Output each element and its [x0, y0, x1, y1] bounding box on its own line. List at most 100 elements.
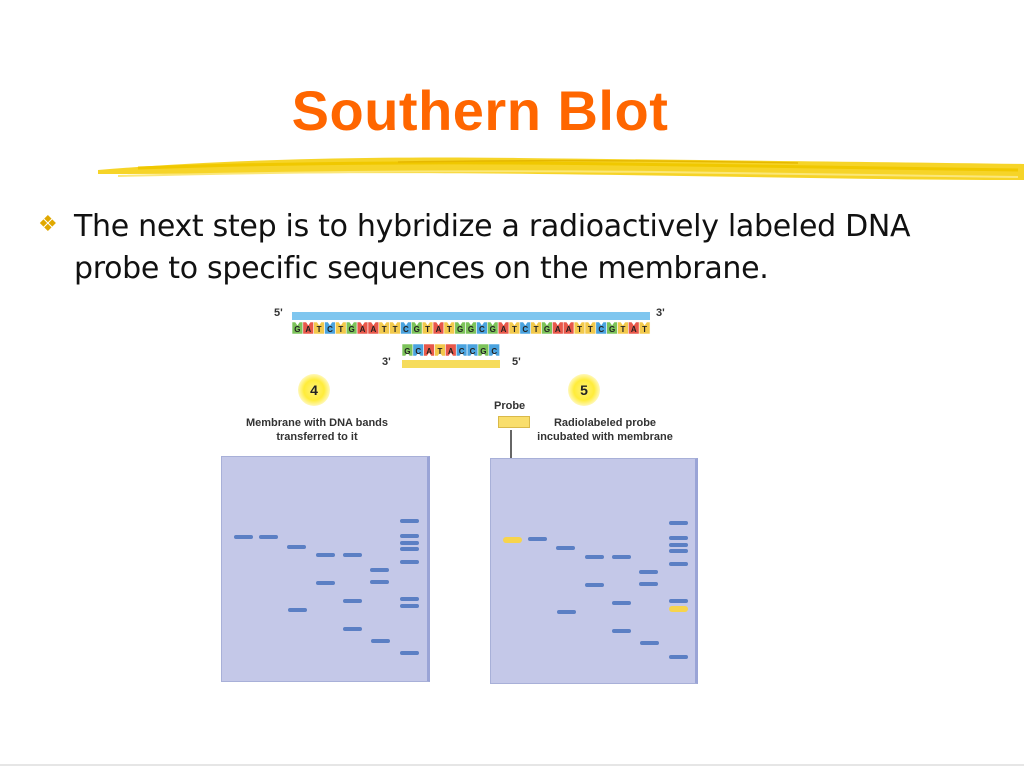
- base-tile: [617, 321, 629, 335]
- dna-band: [669, 562, 688, 566]
- base-tile: [302, 321, 314, 335]
- slide-title: Southern Blot: [291, 79, 669, 142]
- dna-band: [316, 553, 335, 557]
- brush-stroke-divider: [98, 157, 1024, 180]
- base-letter: T: [447, 325, 452, 334]
- base-tile: [378, 321, 390, 335]
- base-tile: [411, 321, 423, 335]
- base-letter: C: [470, 347, 476, 356]
- base-tile: [454, 321, 466, 335]
- base-tile: [519, 321, 531, 335]
- dna-band: [669, 536, 688, 540]
- dna-band: [400, 651, 419, 655]
- base-tile: [335, 321, 347, 335]
- base-letter: T: [338, 325, 343, 334]
- base-tile: [421, 321, 434, 335]
- dna-band: [287, 545, 306, 549]
- base-tile: [552, 321, 564, 335]
- base-letter: C: [598, 325, 604, 334]
- dna-band: [639, 570, 658, 574]
- base-tile: [291, 321, 304, 335]
- base-tile: [497, 321, 510, 335]
- dna-band: [585, 583, 604, 587]
- base-tile: [465, 321, 477, 335]
- membrane-with-probe: [490, 458, 698, 684]
- step-4-label-line1: Membrane with DNA bands: [246, 417, 388, 429]
- dna-band: [371, 639, 390, 643]
- base-tile: [389, 321, 401, 335]
- base-letter: A: [448, 347, 454, 356]
- dna-band: [370, 580, 389, 584]
- top-strand-backbone: [292, 312, 650, 320]
- dna-band: [400, 547, 419, 551]
- base-letter: G: [468, 325, 474, 334]
- dna-band: [400, 534, 419, 538]
- base-letter: G: [480, 347, 486, 356]
- dna-band: [343, 553, 362, 557]
- probe-label: Probe: [494, 400, 526, 412]
- step-5-label: Radiolabeled probe incubated with membra…: [520, 416, 690, 444]
- dna-band: [612, 555, 631, 559]
- base-letter: C: [491, 347, 497, 356]
- step-5-label-line2: incubated with membrane: [537, 431, 673, 443]
- base-letter: A: [426, 347, 432, 356]
- base-letter: A: [360, 325, 366, 334]
- base-letter: A: [566, 325, 572, 334]
- base-tile: [595, 321, 607, 335]
- base-tile: [562, 321, 575, 335]
- base-tile: [508, 321, 521, 335]
- probe-strand-backbone: [402, 360, 500, 368]
- dna-band: [259, 535, 278, 539]
- three-prime-bottom-label: 3': [382, 356, 391, 368]
- probe-band: [503, 537, 522, 543]
- base-letter: T: [534, 325, 539, 334]
- five-prime-top-label: 5': [274, 307, 283, 319]
- dna-band: [400, 541, 419, 545]
- dna-band: [343, 599, 362, 603]
- base-letter: C: [459, 347, 465, 356]
- base-tile: [573, 321, 586, 335]
- dna-band: [400, 604, 419, 608]
- dna-band: [288, 608, 307, 612]
- probe-band: [669, 606, 688, 612]
- dna-band: [640, 641, 659, 645]
- base-letter: C: [522, 325, 528, 334]
- dna-band: [234, 535, 253, 539]
- dna-band: [612, 601, 631, 605]
- base-letter: A: [370, 325, 376, 334]
- base-tile: [367, 321, 380, 335]
- base-letter: T: [620, 325, 625, 334]
- dna-band: [612, 629, 631, 633]
- base-tile: [638, 321, 651, 335]
- base-letter: G: [414, 325, 420, 334]
- dna-band: [557, 610, 576, 614]
- base-letter: C: [479, 325, 485, 334]
- step-5-badge: 5: [568, 374, 600, 406]
- dna-band: [370, 568, 389, 572]
- step-5-label-line1: Radiolabeled probe: [553, 417, 657, 429]
- dna-band: [400, 519, 419, 523]
- base-tile: [400, 321, 412, 335]
- five-prime-bottom-label: 5': [512, 356, 521, 368]
- dna-band: [528, 537, 547, 541]
- dna-band: [316, 581, 335, 585]
- base-letter: C: [327, 325, 333, 334]
- base-tile: [628, 321, 640, 335]
- probe-swatch: [498, 416, 530, 428]
- dna-band: [585, 555, 604, 559]
- dna-band: [639, 582, 658, 586]
- base-letter: G: [544, 325, 550, 334]
- base-letter: T: [317, 325, 322, 334]
- footer-divider: [0, 764, 1024, 766]
- base-tile: [488, 343, 500, 357]
- base-letter: T: [642, 325, 647, 334]
- dna-band: [400, 597, 419, 601]
- base-letter: T: [425, 325, 430, 334]
- base-letter: A: [631, 325, 637, 334]
- dna-band: [669, 549, 688, 553]
- base-tile: [487, 321, 499, 335]
- base-letter: A: [501, 325, 507, 334]
